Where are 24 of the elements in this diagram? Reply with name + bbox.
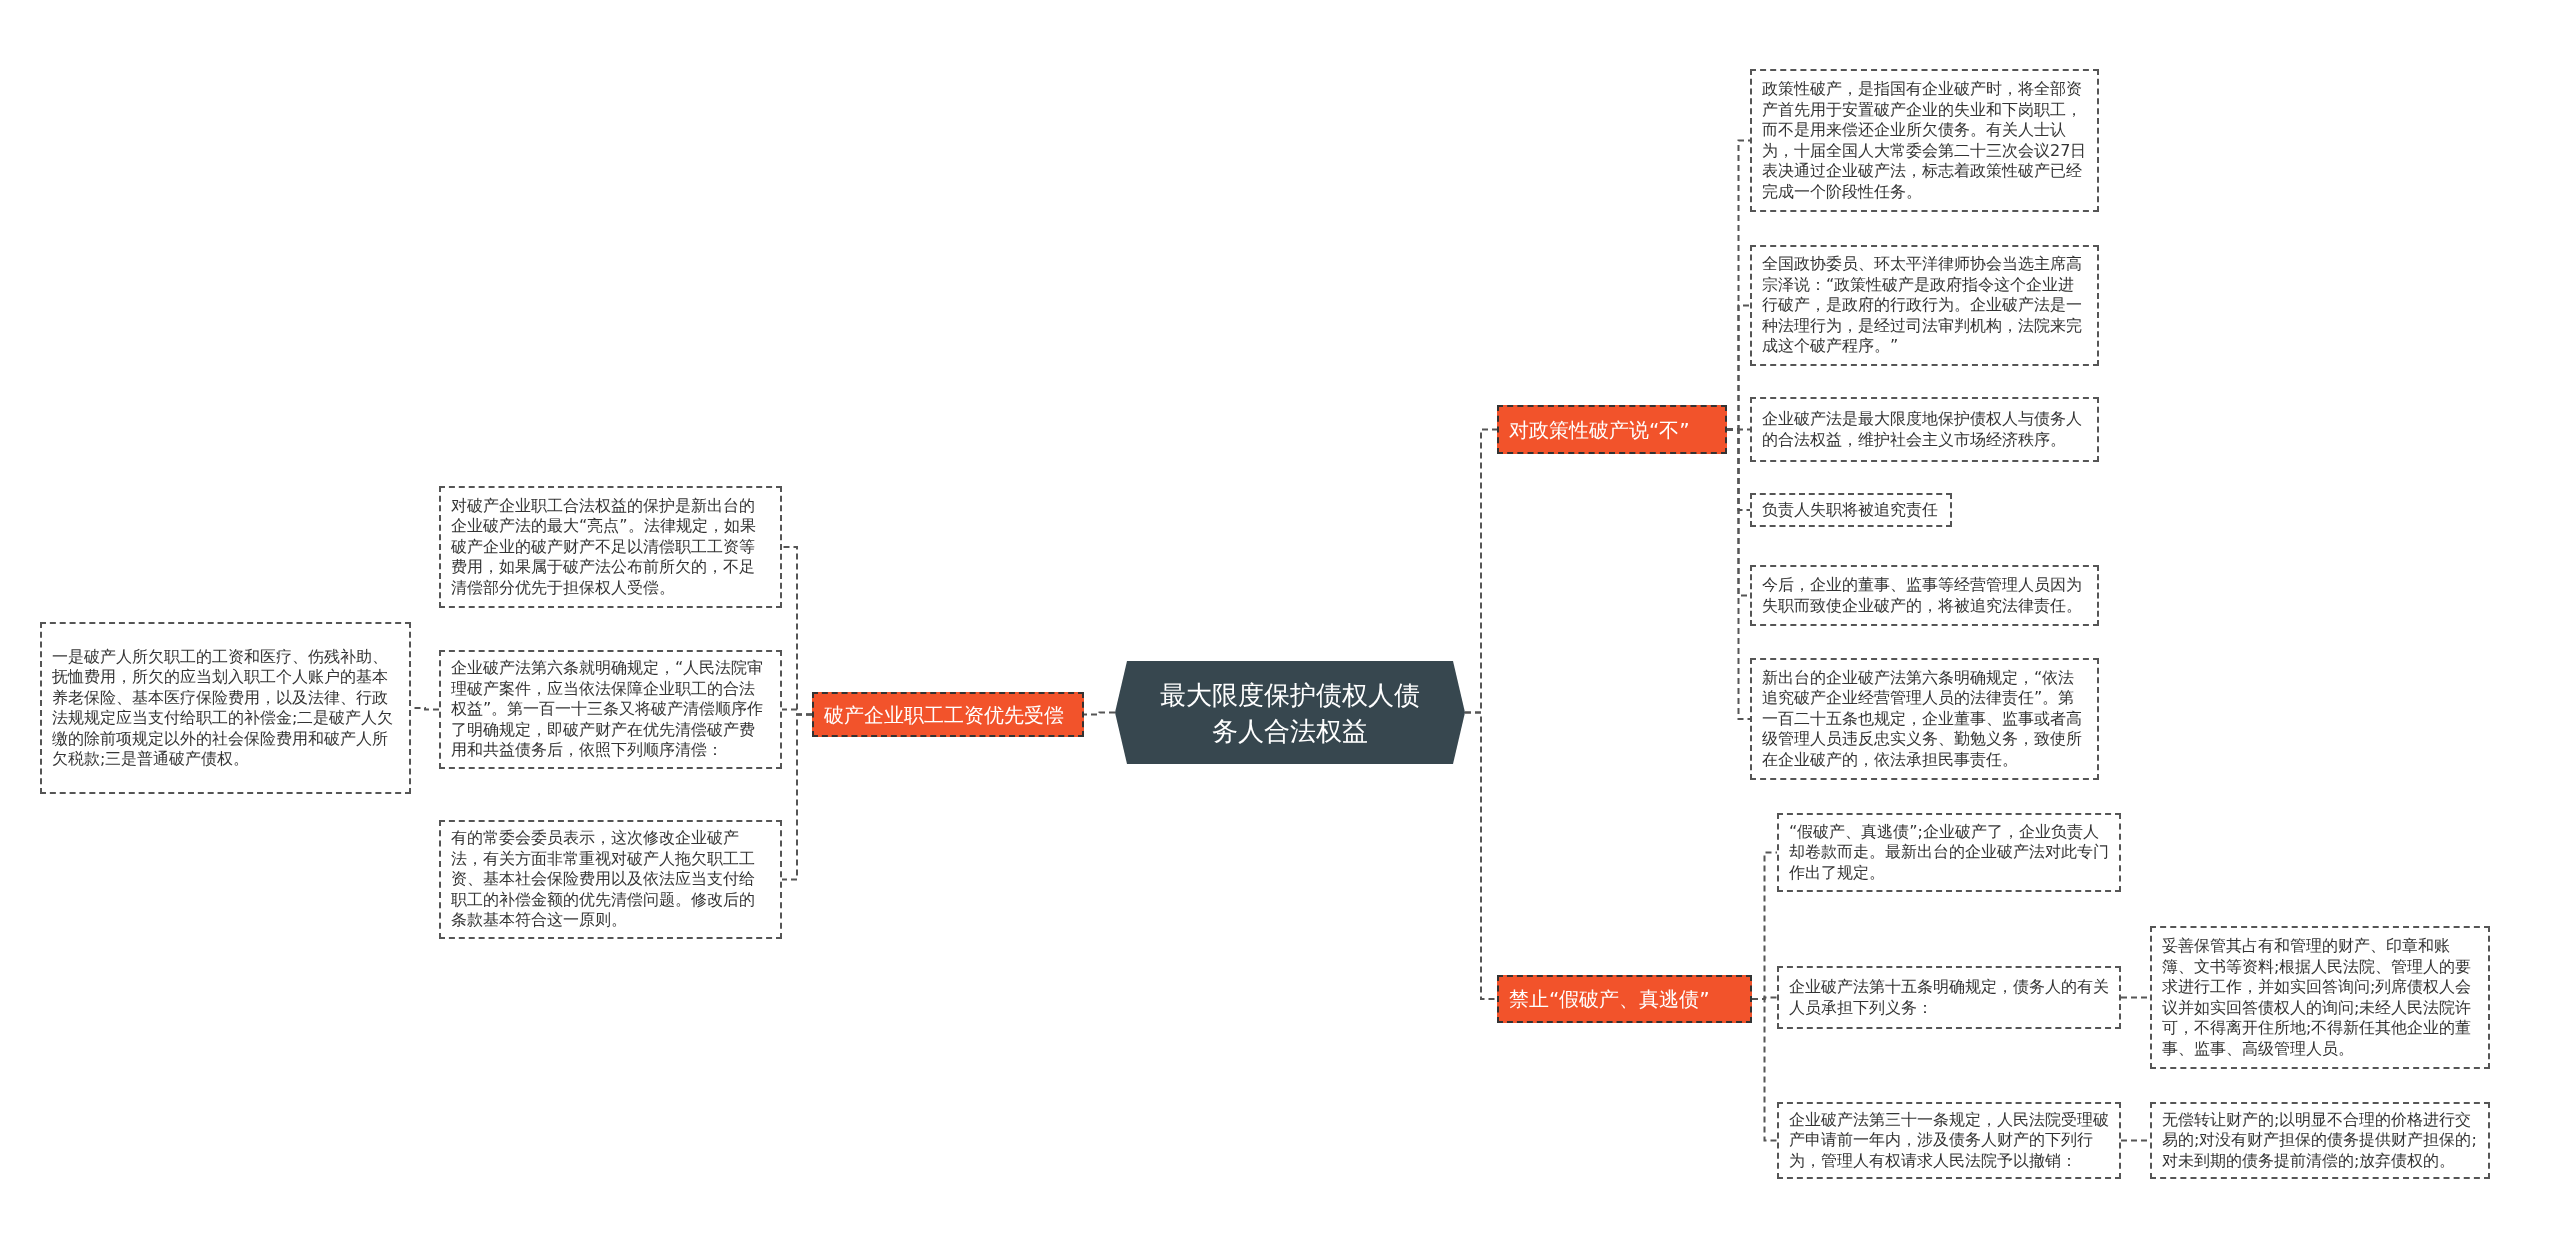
connector-line [1083,711,1116,716]
note-box: 无偿转让财产的;以明显不合理的价格进行交易的;对没有财产担保的债务提供财产担保的;对未到期的债务提前清偿的;放弃债权的。 [2150,1102,2490,1179]
note-box: 有的常委会委员表示，这次修改企业破产法，有关方面非常重视对破产人拖欠职工工资、基本社会保险费用以及依法应当支付给职工的补偿金额的优先清偿问题。修改后的条款基本符合这一原则。 [439,820,782,939]
note-box: 一是破产人所欠职工的工资和医疗、伤残补助、抚恤费用，所欠的应当划入职工个人账户的基本养老保险、基本医疗保险费用，以及法律、行政法规规定应当支付给职工的补偿金;二是破产人欠缴的除前项规定以外的社会保险费用和破产人所欠税款;三是普通破产债权。 [40,622,411,794]
central-topic-hexagon: 最大限度保护债权人债务人合法权益 [1115,661,1465,764]
connector-line [1726,428,1751,720]
note-box: 企业破产法是最大限度地保护债权人与债务人的合法权益，维护社会主义市场经济秩序。 [1750,397,2099,462]
connector-line [1464,711,1498,1000]
connector-line [781,713,813,881]
note-box: “假破产、真逃债”;企业破产了，企业负责人却卷款而走。最新出台的企业破产法对此专门作出了规定。 [1777,813,2121,892]
note-box: 企业破产法第三十一条规定，人民法院受理破产申请前一年内，涉及债务人财产的下列行为，管理人有权请求人民法院予以撤销： [1777,1102,2121,1179]
note-box: 全国政协委员、环太平洋律师协会当选主席高宗泽说：“政策性破产是政府指令这个企业进行破产，是政府的行政行为。企业破产法是一种法理行为，是经过司法审判机构，法院来完成这个破产程序。” [1750,245,2099,366]
connector-line [1751,998,1778,1142]
note-box: 企业破产法第十五条明确规定，债务人的有关人员承担下列义务： [1777,966,2121,1029]
note-box: 负责人失职将被追究责任 [1750,493,1952,527]
branch-topic: 破产企业职工工资优先受偿 [812,692,1084,737]
note-box: 新出台的企业破产法第六条明确规定，“依法追究破产企业经营管理人员的法律责任”。第一百二十五条也规定，企业董事、监事或者高级管理人员违反忠实义务、勤勉义务，致使所在企业破产的，依法承担民事责任。 [1750,658,2099,780]
branch-topic: 对政策性破产说“不” [1497,405,1727,454]
note-box: 今后，企业的董事、监事等经营管理人员因为失职而致使企业破产的，将被追究法律责任。 [1750,565,2099,626]
branch-topic: 禁止“假破产、真逃债” [1497,975,1752,1023]
note-box: 政策性破产，是指国有企业破产时，将全部资产首先用于安置破产企业的失业和下岗职工，而不是用来偿还企业所欠债务。有关人士认为，十届全国人大常委会第二十三次会议27日表决通过企业破产法，标志着政策性破产已经完成一个阶段性任务。 [1750,69,2099,212]
note-box: 企业破产法第六条就明确规定，“人民法院审理破产案件，应当依法保障企业职工的合法权益”。第一百一十三条又将破产清偿顺序作了明确规定，即破产财产在优先清偿破产费用和共益债务后，依照下列顺序清偿： [439,650,782,769]
note-box: 对破产企业职工合法权益的保护是新出台的企业破产法的最大“亮点”。法律规定，如果破产企业的破产财产不足以清偿职工工资等费用，如果属于破产法公布前所欠的，不足清偿部分优先于担保权人受偿。 [439,486,782,608]
note-box: 妥善保管其占有和管理的财产、印章和账簿、文书等资料;根据人民法院、管理人的要求进行工作，并如实回答询问;列席债权人会议并如实回答债权人的询问;未经人民法院许可，不得离开住所地;不得新任其他企业的董事、监事、高级管理人员。 [2150,926,2490,1069]
